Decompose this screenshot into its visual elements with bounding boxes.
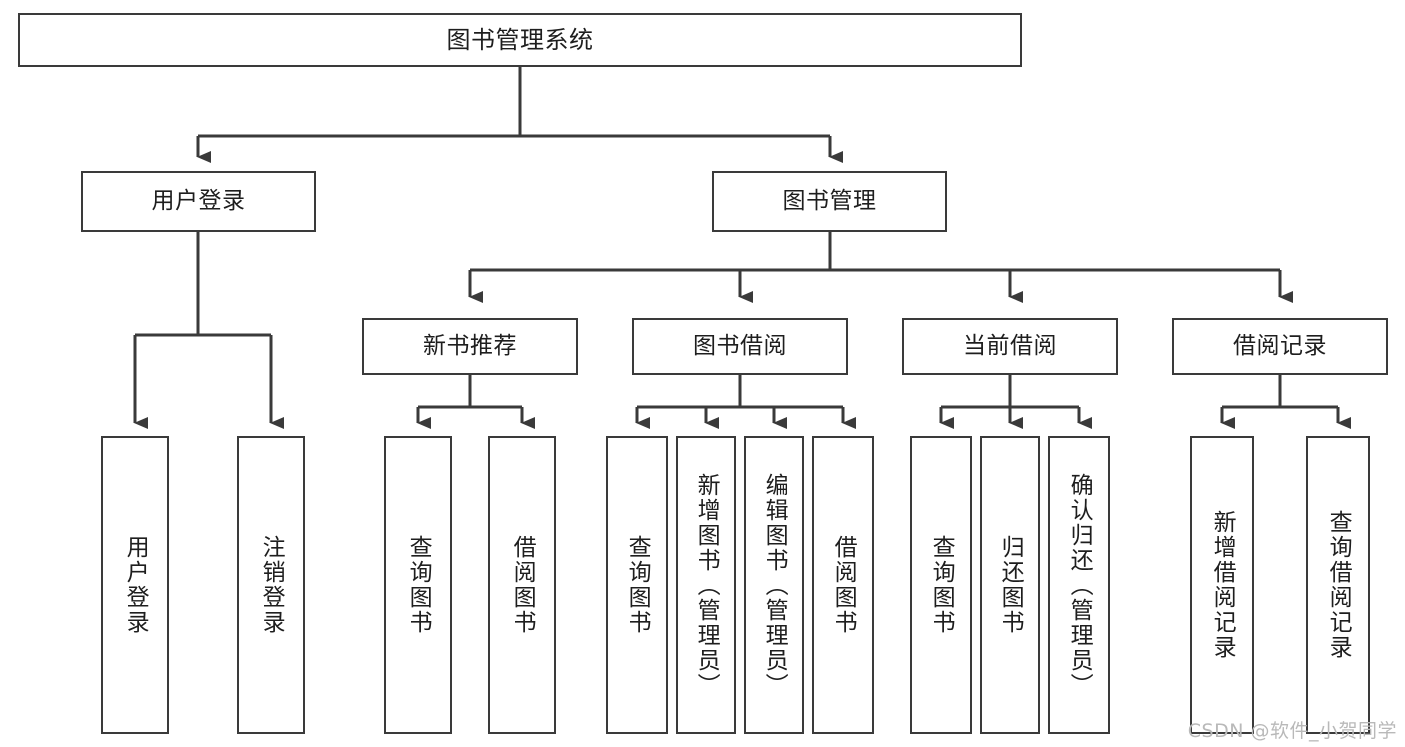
leaf-borrow-book[interactable]: 借阅图书 (812, 436, 874, 734)
node-label: 查询借阅记录 (1325, 510, 1352, 660)
node-current-borrow[interactable]: 当前借阅 (902, 318, 1118, 375)
node-label: 图书借阅 (693, 332, 787, 359)
node-label: 新增借阅记录 (1209, 510, 1236, 660)
node-book-borrow[interactable]: 图书借阅 (632, 318, 848, 375)
node-label: 新增图书（管理员） (693, 472, 720, 698)
node-label: 图书管理 (782, 187, 877, 214)
leaf-return-book[interactable]: 归还图书 (980, 436, 1040, 734)
leaf-confirm-return-admin[interactable]: 确认归还（管理员） (1048, 436, 1110, 734)
leaf-logout-login[interactable]: 注销登录 (237, 436, 305, 734)
node-label: 查询图书 (624, 535, 651, 635)
watermark-text: CSDN @软件_小贺同学 (1187, 720, 1397, 742)
leaf-add-borrow-record[interactable]: 新增借阅记录 (1190, 436, 1254, 734)
leaf-query-borrow-record[interactable]: 查询借阅记录 (1306, 436, 1370, 734)
leaf-query-book-borrow[interactable]: 查询图书 (606, 436, 668, 734)
node-label: 用户登录 (122, 535, 149, 635)
node-label: 编辑图书（管理员） (761, 472, 788, 698)
leaf-user-login[interactable]: 用户登录 (101, 436, 169, 734)
node-label: 借阅图书 (509, 535, 536, 635)
leaf-query-book-current[interactable]: 查询图书 (910, 436, 972, 734)
leaf-borrow-book-recommend[interactable]: 借阅图书 (488, 436, 556, 734)
node-label: 新书推荐 (423, 332, 517, 359)
node-book-management[interactable]: 图书管理 (712, 171, 947, 232)
node-borrow-record[interactable]: 借阅记录 (1172, 318, 1388, 375)
node-label: 借阅图书 (830, 535, 857, 635)
leaf-add-book-admin[interactable]: 新增图书（管理员） (676, 436, 736, 734)
node-label: 当前借阅 (963, 332, 1057, 359)
leaf-edit-book-admin[interactable]: 编辑图书（管理员） (744, 436, 804, 734)
node-label: 注销登录 (258, 535, 285, 635)
node-label: 查询图书 (928, 535, 955, 635)
node-label: 确认归还（管理员） (1066, 472, 1093, 698)
node-new-book-recommend[interactable]: 新书推荐 (362, 318, 578, 375)
node-label: 归还图书 (997, 535, 1024, 635)
node-user-login[interactable]: 用户登录 (81, 171, 316, 232)
node-label: 用户登录 (151, 187, 246, 214)
node-root-book-management-system[interactable]: 图书管理系统 (18, 13, 1022, 67)
node-label: 图书管理系统 (446, 25, 594, 54)
node-label: 查询图书 (405, 535, 432, 635)
node-label: 借阅记录 (1233, 332, 1327, 359)
leaf-query-book-recommend[interactable]: 查询图书 (384, 436, 452, 734)
